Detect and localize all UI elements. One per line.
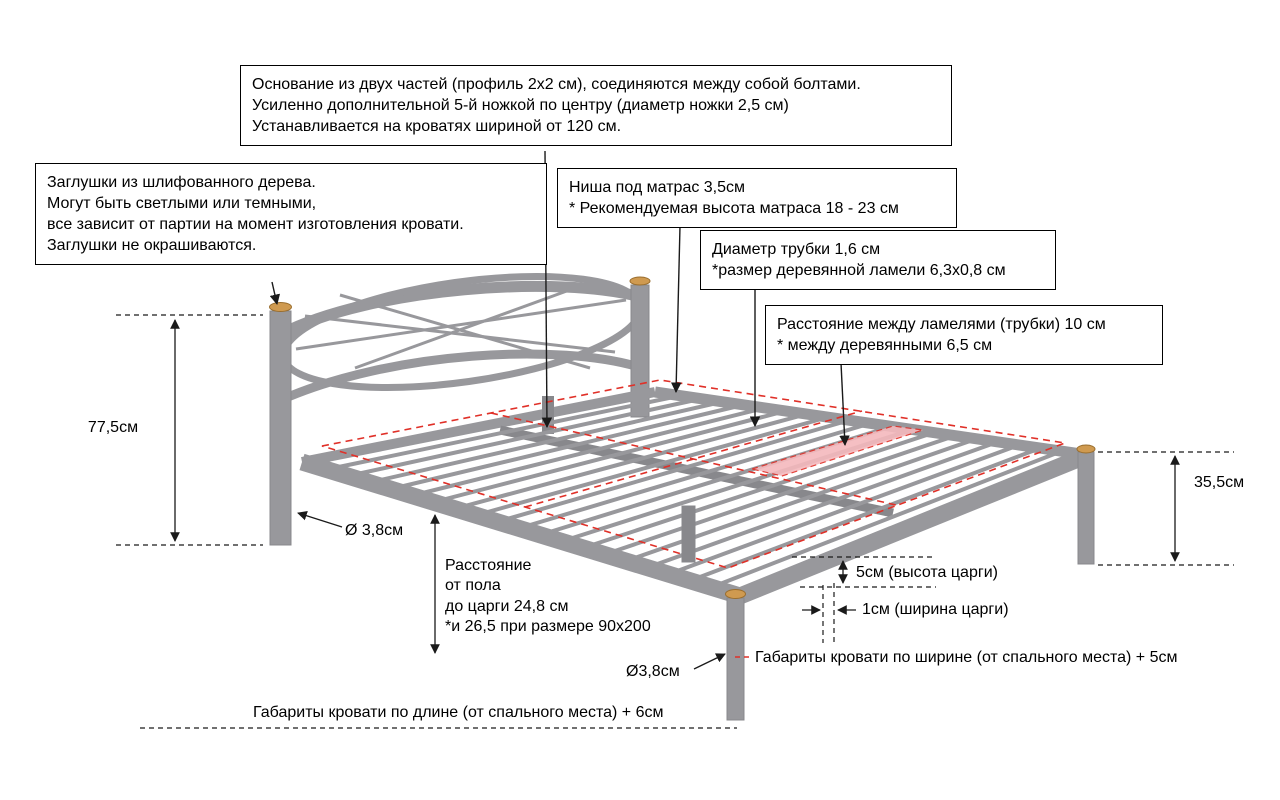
- headboard-posts: [269, 284, 650, 546]
- dimension-arrows: [170, 319, 1180, 670]
- dim-leg-diameter-left: Ø 3,8см: [345, 522, 404, 539]
- callout-slat-distance: Расстояние между ламелями (трубки) 10 см…: [765, 305, 1163, 366]
- headboard: [278, 273, 646, 405]
- callout-wood-plugs: Заглушки из шлифованного дерева. Могут б…: [35, 163, 547, 266]
- dim-footboard-height: 35,5см: [1194, 474, 1245, 491]
- dim-floor-to-rail: Расстояние от пола до царги 24,8 см *и 2…: [445, 557, 651, 636]
- bed-legs: [681, 451, 1095, 721]
- dim-overall-width: Габариты кровати по ширине (от спального…: [755, 649, 1178, 666]
- dim-leg-diameter-front: Ø3,8см: [626, 663, 680, 680]
- slats: [326, 394, 1066, 589]
- wood-cap-icon: [725, 444, 1096, 599]
- extension-lines-dashed: [116, 314, 1234, 729]
- highlighted-slat-gap: [749, 425, 924, 477]
- callout-base-construction: Основание из двух частей (профиль 2х2 см…: [240, 65, 952, 147]
- frame-near-rails: [299, 447, 1092, 605]
- callout-mattress-niche: Ниша под матрас 3,5см * Рекомендуемая вы…: [557, 168, 957, 229]
- dim-rail-width: 1см (ширина царги): [862, 601, 1009, 618]
- callout-tube-diameter: Диаметр трубки 1,6 см *размер деревянной…: [700, 230, 1056, 291]
- dim-overall-length: Габариты кровати по длине (от спального …: [253, 704, 664, 721]
- dim-rail-height: 5см (высота царги): [856, 564, 998, 581]
- dim-headboard-height: 77,5см: [87, 419, 139, 436]
